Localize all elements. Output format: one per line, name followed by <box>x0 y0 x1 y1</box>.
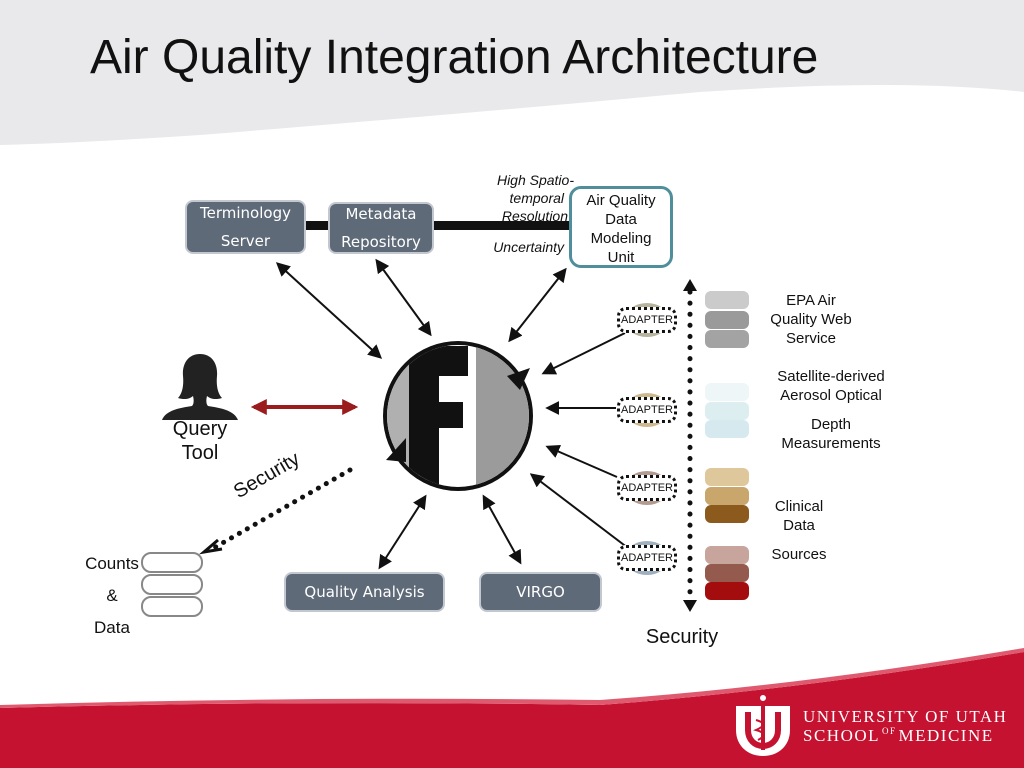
adapter-3: ADAPTER <box>617 475 677 501</box>
clinical-swatch-2 <box>705 487 749 505</box>
air-quality-modeling-unit-box[interactable]: Air Quality Data Modeling Unit <box>569 186 673 268</box>
counts-line3: Data <box>94 618 130 637</box>
aq-unit-line1: Air Quality <box>586 192 656 209</box>
query-tool-line2: Tool <box>181 442 219 464</box>
satellite-line2: Aerosol Optical <box>780 387 882 404</box>
uncertainty-annotation: Uncertainty <box>493 239 564 255</box>
counts-line1: Counts <box>85 554 139 573</box>
arrow-adapter4-hub <box>529 473 629 549</box>
satellite-label: Satellite-derived Aerosol Optical <box>758 367 904 405</box>
security-dotted-arrow <box>209 467 353 552</box>
depth-line1: Depth <box>810 416 852 433</box>
resolution-line1: High Spatio- <box>496 172 574 188</box>
epa-line2: Quality Web <box>770 311 852 328</box>
quality-analysis-label: Quality Analysis <box>304 583 425 601</box>
sources-label: Sources <box>771 546 827 563</box>
clinical-label: Clinical Data <box>760 497 838 535</box>
medicine-word: MEDICINE <box>898 726 994 745</box>
of-word: OF <box>882 726 897 737</box>
arrow-qa-hub <box>378 494 427 570</box>
arrow-adapter1-hub <box>541 332 626 375</box>
arrow-adapter3-hub <box>545 445 618 478</box>
arrow-terminology-hub <box>275 262 383 359</box>
adapter-2: ADAPTER <box>617 397 677 423</box>
terminology-line2: Server <box>220 232 271 250</box>
f-hub-icon <box>383 341 533 491</box>
satellite-line1: Satellite-derived <box>777 368 885 385</box>
epa-label: EPA Air Quality Web Service <box>752 291 870 348</box>
satellite-swatch-3 <box>705 420 749 438</box>
sources-swatch-2 <box>705 564 749 582</box>
clinical-line2: Data <box>783 517 815 534</box>
adapter-1: ADAPTER <box>617 307 677 333</box>
adapter-plates <box>625 303 669 575</box>
depth-line2: Measurements <box>781 435 881 452</box>
quality-analysis-box[interactable]: Quality Analysis <box>284 572 445 612</box>
sources-swatch-1 <box>705 546 749 564</box>
virgo-label: VIRGO <box>516 583 565 601</box>
epa-swatch-2 <box>705 311 749 329</box>
resolution-annotation: High Spatio- temporal Resolution <box>470 171 574 225</box>
database-stack-icon <box>141 552 203 617</box>
sources-swatch-3 <box>705 582 749 600</box>
epa-line1: EPA Air <box>786 292 836 309</box>
adapter-4: ADAPTER <box>617 545 677 571</box>
query-tool-label[interactable]: Query Tool <box>160 417 240 465</box>
resolution-line2: temporal <box>509 190 564 206</box>
aq-unit-line2: Data <box>605 211 637 228</box>
resolution-line3: Resolution <box>501 208 568 224</box>
university-name-line1: UNIVERSITY OF UTAH <box>803 707 1008 726</box>
aq-unit-line4: Unit <box>607 249 635 266</box>
satellite-swatch-2 <box>705 402 749 420</box>
arrow-aq-hub <box>508 267 567 343</box>
depth-label: Depth Measurements <box>758 415 904 453</box>
counts-data-label: Counts & Data <box>78 548 146 644</box>
epa-swatch-1 <box>705 291 749 309</box>
university-logo-icon <box>736 693 790 756</box>
clinical-swatch-1 <box>705 468 749 486</box>
terminology-line1: Terminology <box>200 204 291 222</box>
security-vertical-label: Security <box>645 626 719 648</box>
connector-bar <box>432 221 570 230</box>
epa-swatch-3 <box>705 330 749 348</box>
virgo-box[interactable]: VIRGO <box>479 572 602 612</box>
clinical-line1: Clinical <box>774 498 824 515</box>
connector-bar <box>300 221 330 230</box>
metadata-line2: Repository <box>341 233 421 251</box>
person-icon <box>162 354 238 420</box>
counts-line2: & <box>106 586 118 605</box>
aq-unit-line3: Modeling <box>590 230 652 247</box>
page-title: Air Quality Integration Architecture <box>90 31 819 84</box>
school-word: SCHOOL <box>803 726 881 745</box>
epa-line3: Service <box>785 330 837 347</box>
query-tool-line1: Query <box>172 418 228 440</box>
satellite-swatch-1 <box>705 383 749 401</box>
arrow-virgo-hub <box>482 494 522 565</box>
arrow-metadata-hub <box>375 258 432 337</box>
clinical-swatch-3 <box>705 505 749 523</box>
metadata-line1: Metadata <box>345 205 417 223</box>
